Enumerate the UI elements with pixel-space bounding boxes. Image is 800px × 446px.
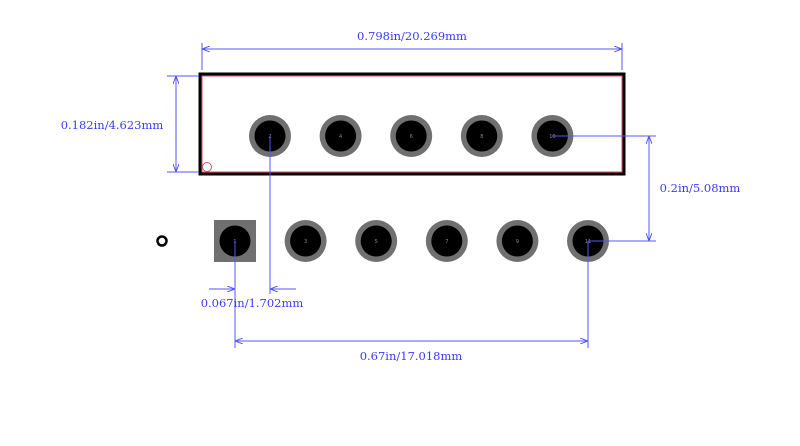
height-dimension: 0.182in/4.623mm [61, 75, 199, 173]
courtyard-outline [201, 75, 623, 173]
pad-hole [431, 225, 463, 257]
pitch-label: 0.067in/1.702mm [201, 296, 304, 310]
pad-hole [290, 225, 322, 257]
pad-hole [325, 120, 357, 152]
row-spacing-dimension: 0.2in/5.08mm [552, 135, 741, 242]
pad-number: 10 [549, 134, 555, 140]
pin1-courtyard-marker [202, 162, 212, 172]
pad-7: 7 [425, 220, 468, 262]
pad-hole [466, 120, 498, 152]
height-label: 0.182in/4.623mm [61, 118, 164, 132]
span-label: 0.67in/17.018mm [360, 349, 463, 363]
pad-hole [395, 120, 427, 152]
width-label: 0.798in/20.269mm [357, 29, 467, 43]
component-outline [198, 72, 626, 176]
row-spacing-label: 0.2in/5.08mm [660, 181, 741, 195]
pin1-marker [156, 235, 168, 247]
pad-number: 3 [304, 239, 307, 245]
pad-number: 5 [375, 239, 378, 245]
pad-number: 9 [516, 239, 519, 245]
pad-3: 3 [284, 220, 327, 262]
pitch-dimension: 0.067in/1.702mm [201, 136, 304, 348]
pad-9: 9 [496, 220, 539, 262]
pad-hole [501, 225, 533, 257]
pad-hole [360, 225, 392, 257]
width-dimension: 0.798in/20.269mm [201, 29, 623, 70]
pad-number: 7 [445, 239, 448, 245]
pad-number: 6 [410, 134, 413, 140]
pad-number: 8 [480, 134, 483, 140]
pad-6: 6 [390, 115, 433, 157]
pad-5: 5 [355, 220, 398, 262]
pad-number: 4 [339, 134, 342, 140]
span-dimension: 0.67in/17.018mm [235, 241, 589, 363]
pad-8: 8 [460, 115, 503, 157]
pad-4: 4 [319, 115, 362, 157]
